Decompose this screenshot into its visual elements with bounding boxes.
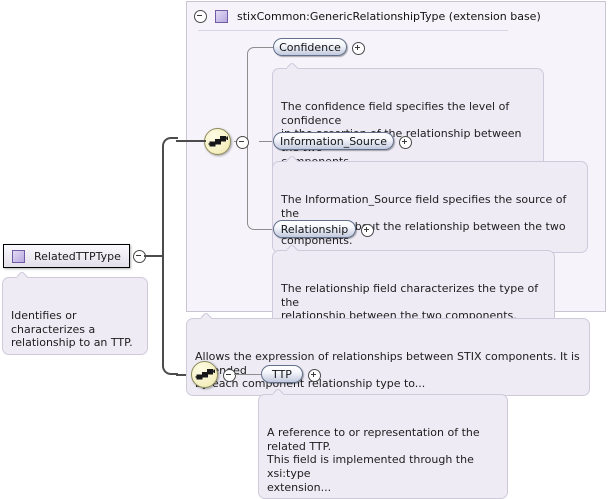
- element-confidence[interactable]: Confidence: [273, 38, 347, 56]
- sequence-model-group-icon: [191, 361, 218, 388]
- annotation-notch: [17, 272, 29, 278]
- annotation-ttp: A reference to or representation of the …: [258, 394, 508, 499]
- branch-elbow-bottom: [247, 141, 261, 230]
- sequence-model-group-icon: [204, 128, 231, 155]
- element-ttp-expand-toggle-icon[interactable]: [308, 369, 321, 382]
- annotation-root-type-text: Identifies or characterizes a relationsh…: [11, 309, 133, 350]
- extension-base-header: stixCommon:GenericRelationshipType (exte…: [187, 2, 605, 30]
- root-type-related-ttp-type[interactable]: RelatedTTPType: [3, 244, 130, 268]
- root-type-label: RelatedTTPType: [34, 249, 121, 263]
- sequence-collapse-toggle-icon[interactable]: [236, 136, 249, 149]
- element-information-source-expand-toggle-icon[interactable]: [399, 136, 412, 149]
- annotation-notch: [273, 389, 285, 395]
- annotation-extension-base: Allows the expression of relationships b…: [186, 318, 590, 396]
- branch-line-information-source: [259, 141, 273, 142]
- annotation-ttp-text: A reference to or representation of the …: [267, 426, 480, 494]
- root-collapse-toggle-icon[interactable]: [133, 250, 146, 263]
- annotation-notch: [287, 63, 299, 69]
- root-stub-line: [144, 255, 164, 257]
- annotation-confidence: The confidence field specifies the level…: [272, 68, 544, 174]
- trunk-elbow-top: [162, 137, 178, 256]
- complex-type-icon: [12, 249, 25, 263]
- annotation-notch: [201, 313, 213, 319]
- element-relationship[interactable]: Relationship: [273, 220, 356, 238]
- branch-line-relationship: [259, 229, 273, 230]
- element-information-source-label: Information_Source: [280, 134, 387, 148]
- sequence-glyph: [195, 369, 215, 380]
- annotation-information-source-text: The Information_Source field specifies t…: [281, 193, 567, 247]
- element-confidence-label: Confidence: [279, 40, 341, 54]
- element-relationship-label: Relationship: [280, 222, 349, 236]
- annotation-root-type: Identifies or characterizes a relationsh…: [2, 277, 148, 355]
- branch-line-confidence: [259, 47, 273, 48]
- element-confidence-expand-toggle-icon[interactable]: [352, 42, 365, 55]
- sequence-glyph: [208, 136, 228, 147]
- element-ttp-label: TTP: [272, 367, 292, 381]
- header-divider: [198, 30, 508, 31]
- trunk-line-to-ttp-sequence: [176, 374, 193, 376]
- complex-type-icon: [215, 9, 228, 23]
- collapse-toggle-minus-icon[interactable]: [194, 9, 207, 23]
- element-relationship-expand-toggle-icon[interactable]: [361, 224, 374, 237]
- extension-base-title: stixCommon:GenericRelationshipType (exte…: [237, 9, 541, 23]
- annotation-extension-base-text: Allows the expression of relationships b…: [195, 350, 580, 391]
- element-information-source[interactable]: Information_Source: [273, 132, 394, 150]
- ttp-branch-line: [234, 374, 261, 375]
- ttp-sequence-collapse-toggle-icon[interactable]: [223, 369, 236, 382]
- trunk-elbow-bottom: [162, 255, 178, 375]
- annotation-notch: [287, 156, 299, 162]
- trunk-line-to-base-sequence: [176, 140, 206, 142]
- element-ttp[interactable]: TTP: [261, 365, 303, 383]
- annotation-notch: [287, 245, 299, 251]
- annotation-information-source: The Information_Source field specifies t…: [272, 161, 588, 253]
- branch-elbow-top: [247, 47, 261, 142]
